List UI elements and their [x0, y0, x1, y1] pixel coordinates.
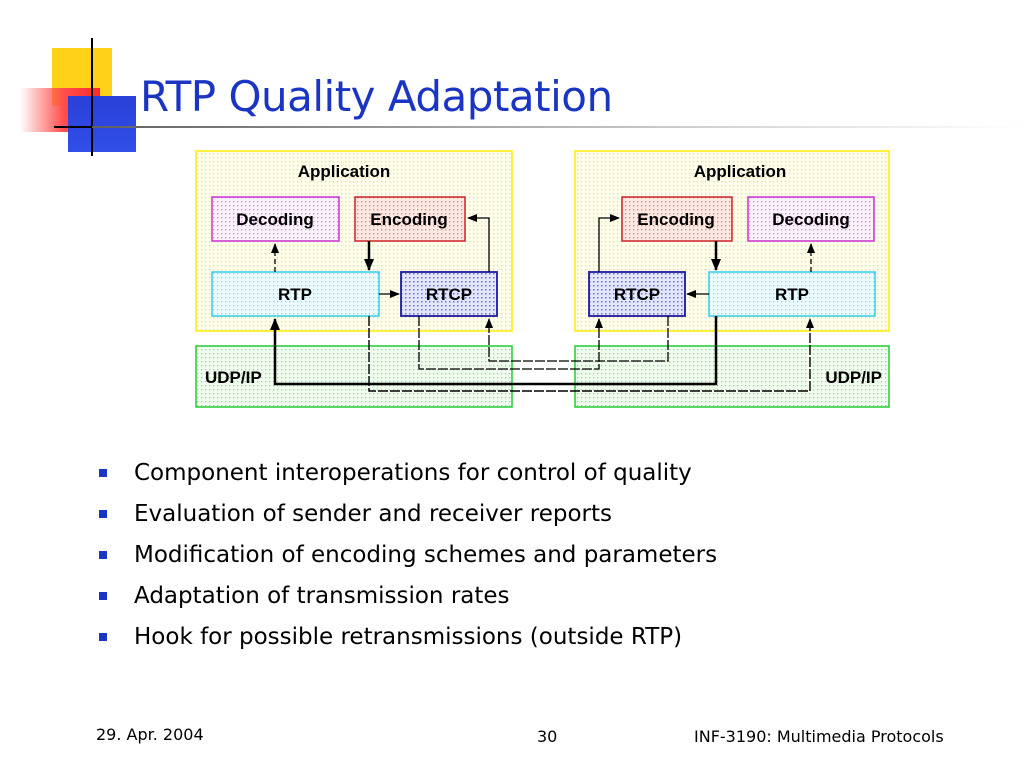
page-title: RTP Quality Adaptation	[140, 72, 613, 121]
left-decoding-label: Decoding	[236, 210, 313, 229]
footer-course: INF-3190: Multimedia Protocols	[694, 727, 944, 746]
bullet-text: Hook for possible retransmissions (outsi…	[134, 624, 683, 650]
left-udpip-box	[195, 345, 513, 408]
bullet-item: Hook for possible retransmissions (outsi…	[96, 620, 717, 661]
bullet-text: Evaluation of sender and receiver report…	[134, 501, 613, 527]
bullet-square-icon	[99, 633, 107, 641]
left-udpip-label: UDP/IP	[205, 368, 262, 387]
left-application-label: Application	[298, 162, 391, 181]
left-rtp-label: RTP	[278, 285, 312, 304]
left-decoding-box	[211, 196, 340, 242]
logo-vertical-line	[91, 38, 93, 156]
bullet-square-icon	[99, 469, 107, 477]
left-rtp-send-to-right-rtp-path	[368, 316, 814, 392]
right-rtcp-label: RTCP	[614, 285, 660, 304]
footer-date: 29. Apr. 2004	[96, 725, 204, 744]
right-udpip-box	[574, 345, 890, 408]
bullet-square-icon	[99, 592, 107, 600]
left-rtp-box	[211, 271, 380, 317]
right-application-label: Application	[694, 162, 787, 181]
right-encoding-label: Encoding	[637, 210, 714, 229]
left-rtcp-label: RTCP	[426, 285, 472, 304]
right-rtcp-box	[588, 271, 686, 317]
left-rtcp-to-right-rtcp-path	[418, 316, 603, 370]
right-rtp-box	[708, 271, 876, 317]
right-rtcp-to-left-rtcp-path	[485, 316, 669, 362]
title-underline	[92, 126, 1024, 128]
bullet-item: Modification of encoding schemes and par…	[96, 538, 717, 579]
left-encoding-label: Encoding	[370, 210, 447, 229]
right-encoding-box	[621, 196, 733, 242]
right-rtcp-to-encoding-arrow	[598, 214, 620, 272]
bullet-item: Adaptation of transmission rates	[96, 579, 717, 620]
bullet-square-icon	[99, 510, 107, 518]
bullet-list: Component interoperations for control of…	[96, 456, 717, 661]
right-rtp-label: RTP	[775, 285, 809, 304]
left-encoding-box	[354, 196, 466, 242]
right-rtp-send-to-left-rtp-path	[270, 316, 718, 386]
bullet-text: Adaptation of transmission rates	[134, 583, 510, 609]
right-udpip-label: UDP/IP	[825, 368, 882, 387]
bullet-text: Component interoperations for control of…	[134, 460, 692, 486]
right-decoding-box	[747, 196, 875, 242]
bullet-item: Evaluation of sender and receiver report…	[96, 497, 717, 538]
left-rtcp-box	[400, 271, 498, 317]
logo-blue-square	[68, 96, 136, 152]
bullet-text: Modification of encoding schemes and par…	[134, 542, 718, 568]
bullet-item: Component interoperations for control of…	[96, 456, 717, 497]
left-rtcp-to-encoding-arrow	[467, 214, 490, 272]
right-decoding-label: Decoding	[772, 210, 849, 229]
footer-page-number: 30	[537, 727, 558, 746]
bullet-square-icon	[99, 551, 107, 559]
